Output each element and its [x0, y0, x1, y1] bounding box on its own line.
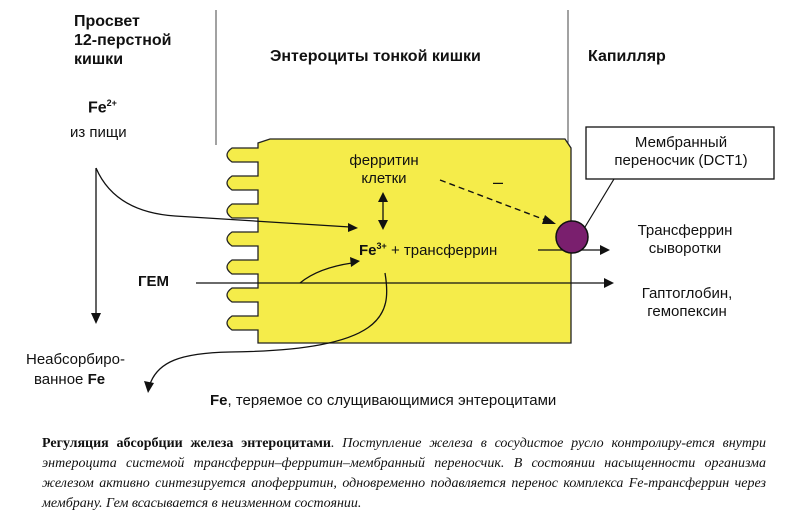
- fe3-transferrin-text: + трансферрин: [390, 242, 498, 259]
- fe3-transferrin-label: Fe3+ + трансферрин: [359, 237, 497, 260]
- inhibition-arrowhead: [542, 215, 556, 224]
- fe-food-charge: 2+: [106, 98, 117, 108]
- serum-transferrin-label: Трансферрин сыворотки: [624, 222, 746, 258]
- unabsorbed-word: ванное: [34, 371, 84, 388]
- fe-uptake-arrow: [95, 167, 351, 228]
- caption-title: Регуляция абсорбции железа энтероцитами: [42, 436, 331, 451]
- ferritin-arrowhead-up: [378, 192, 388, 202]
- fe-uptake-arrowhead: [348, 223, 358, 232]
- fe3-charge: 3+: [376, 241, 387, 251]
- ferritin-label-line-1: ферритин: [349, 152, 419, 169]
- dct1-transporter: [555, 220, 589, 254]
- ferritin-label-line-2: клетки: [361, 170, 407, 187]
- heme-arrowhead: [604, 278, 614, 288]
- serum-transferrin-line-2: сыворотки: [648, 240, 722, 257]
- serum-transferrin-line-1: Трансферрин: [637, 222, 733, 239]
- fe-loss-label: Fe, теряемое со слущивающимися энтероцит…: [210, 392, 556, 410]
- capillary-header: Капилляр: [588, 48, 666, 65]
- fe3-symbol: Fe: [359, 242, 377, 259]
- haptoglobin-line-2: гемопексин: [647, 303, 727, 320]
- heme-to-fe3-arrowhead: [350, 257, 360, 267]
- haptoglobin-line-1: Гаптоглобин,: [641, 285, 733, 302]
- lumen-header: Просвет 12-перстной кишки: [74, 12, 171, 69]
- enterocytes-header: Энтероциты тонкой кишки: [270, 48, 481, 65]
- dct1-callout-text: Мембранный переносчик (DCT1): [588, 134, 774, 170]
- caption-body: . Поступление железа в сосудистое русло …: [42, 436, 767, 511]
- figure-caption: Регуляция абсорбции железа энтероцитами.…: [42, 434, 766, 514]
- ferritin-label: ферритин клетки: [341, 152, 427, 188]
- heme-label: ГЕМ: [138, 273, 170, 290]
- dct1-callout-line-2: переносчик (DCT1): [614, 152, 748, 169]
- fe-food-source: из пищи: [70, 124, 127, 141]
- unabsorbed-line-2: ванное Fe: [26, 370, 125, 390]
- unabsorbed-fe-symbol: Fe: [87, 371, 106, 388]
- fe-loss-arrowhead: [144, 381, 154, 393]
- dct1-callout-box: [585, 126, 775, 180]
- lumen-header-line-1: Просвет: [74, 13, 140, 30]
- fe-loss-symbol: Fe: [210, 392, 228, 409]
- unabsorbed-line-1: Неабсорбиро-: [26, 351, 125, 368]
- lumen-header-line-3: кишки: [74, 51, 124, 68]
- haptoglobin-label: Гаптоглобин, гемопексин: [620, 285, 754, 321]
- inhibition-sign: –: [493, 172, 504, 192]
- fe-loss-arrow: [149, 272, 388, 385]
- heme-to-fe3-arrow: [299, 262, 353, 284]
- dct1-callout-pointer: [584, 178, 615, 228]
- unabsorbed-fe-label: Неабсорбиро- ванное Fe: [26, 350, 125, 390]
- ferritin-arrowhead-down: [378, 220, 388, 230]
- unabsorbed-arrowhead: [91, 313, 101, 324]
- lumen-header-line-2: 12-перстной: [74, 32, 172, 49]
- transferrin-transfer-arrowhead: [600, 245, 610, 255]
- dct1-callout-line-1: Мембранный: [634, 134, 728, 151]
- fe-food-symbol: Fe: [88, 99, 107, 117]
- fe-loss-text: , теряемое со слущивающимися энтероцитам…: [227, 392, 557, 409]
- enterocyte-cell: [226, 138, 572, 344]
- fe-food-label: Fe2+: [88, 98, 117, 117]
